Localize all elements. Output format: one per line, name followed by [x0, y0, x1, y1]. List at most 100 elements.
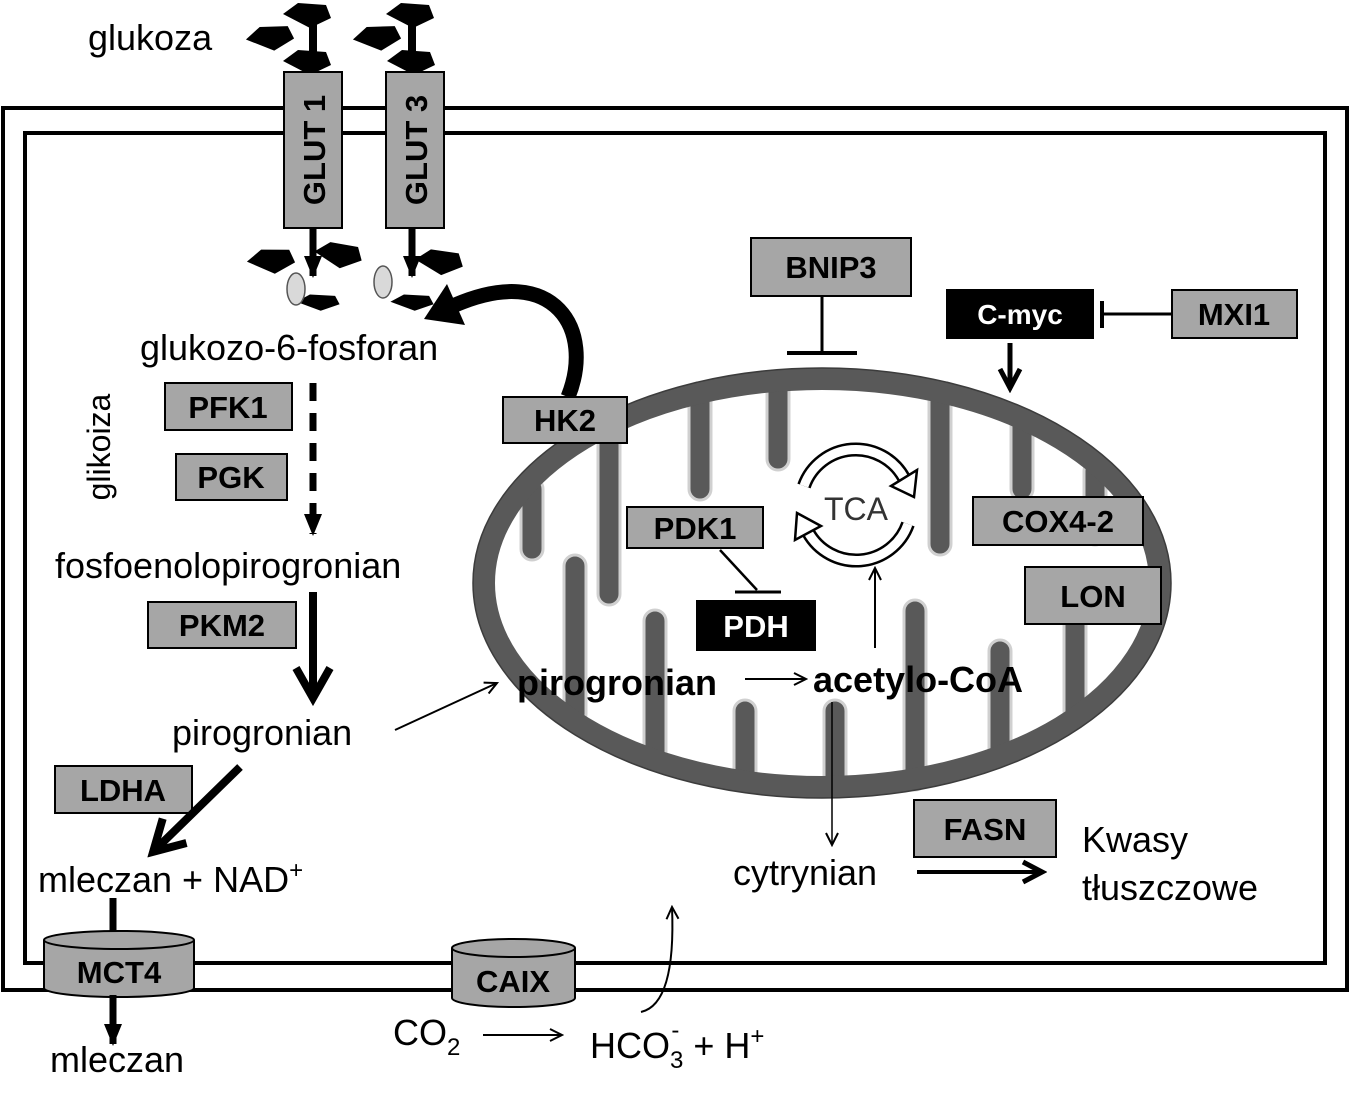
caix-label: CAIX: [476, 964, 550, 999]
glycolysis-label: glikoiza: [81, 393, 117, 500]
glucose-molecule-icon: [386, 3, 434, 28]
glut3-box: [385, 71, 445, 229]
hk2-box: [502, 396, 628, 444]
transporter-glut3: GLUT 3: [385, 71, 445, 229]
pdk1-box: [626, 506, 764, 549]
enzyme-box-pgk: PGK: [175, 453, 288, 501]
pgk-box: [175, 453, 288, 501]
pdk1-label: PDK1: [654, 511, 737, 546]
pdh-label: PDH: [723, 609, 788, 644]
inhibition-pdk1-pdh-line: [719, 549, 758, 591]
glucose-molecule-icon: [244, 23, 296, 54]
arrow-pyruvate-to-mitochondrion: [394, 683, 497, 731]
tca-arrow-bottom: [804, 522, 913, 565]
hk2-label: HK2: [534, 403, 596, 438]
phosphate-icon: [286, 272, 306, 306]
glucose-cluster-glut1-inside: [246, 240, 364, 311]
mct4-cylinder-top: [43, 930, 195, 950]
proton-text: + H: [693, 1025, 750, 1066]
pyruvate-mitochondrial-label: pirogronian: [517, 662, 717, 703]
regulator-box-mxi1: MXI1: [1171, 289, 1298, 339]
co2-label: CO2: [393, 1012, 460, 1061]
mxi1-label: MXI1: [1198, 297, 1270, 332]
caix-cylinder-top: [451, 938, 576, 958]
cox4-2-box: [972, 496, 1144, 546]
cell-membrane-inner: [23, 131, 1327, 965]
enzyme-box-hk2: HK2: [502, 396, 628, 444]
pgk-label: PGK: [197, 460, 265, 495]
tca-label: TCA: [824, 491, 889, 527]
ldha-label: LDHA: [80, 773, 166, 808]
enzyme-box-ldha: LDHA: [54, 765, 193, 814]
pyruvate-cytosol-label: pirogronian: [172, 712, 352, 753]
lactate-nad-text: mleczan + NAD: [38, 859, 289, 900]
cox4-2-label: COX4-2: [1002, 504, 1114, 539]
mct4-label: MCT4: [77, 955, 162, 990]
glucose-6-phosphate-label: glukozo-6-fosforan: [140, 327, 438, 368]
bicarbonate-text: HCO: [590, 1025, 670, 1066]
nad-superscript: +: [289, 857, 303, 884]
crista: [596, 418, 622, 607]
cmyc-label: C-myc: [977, 299, 1063, 330]
tca-arrow-top: [799, 445, 908, 488]
fasn-box: [913, 799, 1057, 858]
enzyme-box-cox4-2: COX4-2: [972, 496, 1144, 546]
enzyme-box-pdh: PDH: [696, 600, 816, 651]
pdh-box: [696, 600, 816, 651]
glucose-molecule-icon: [283, 3, 331, 28]
mitochondrion-cristae: [519, 374, 1108, 794]
glucose-cluster-glut3-inside: [373, 248, 464, 311]
fatty-acids-label-line1: Kwasy: [1082, 819, 1188, 860]
tca-arrowhead-bottom: [793, 510, 824, 543]
glut1-label: GLUT 1: [297, 95, 332, 205]
bicarbonate-subscript: 3: [670, 1047, 683, 1074]
glucose-molecule-icon: [312, 240, 364, 271]
transporter-glut1: GLUT 1: [283, 71, 343, 229]
lon-box: [1024, 566, 1162, 625]
regulator-box-cmyc: C-myc: [946, 289, 1094, 339]
mxi1-box: [1171, 289, 1298, 339]
pkm2-box: [147, 601, 297, 649]
phosphate-icon: [373, 265, 393, 299]
fasn-label: FASN: [944, 812, 1027, 847]
co2-text: CO: [393, 1012, 447, 1053]
pkm2-label: PKM2: [179, 608, 265, 643]
bicarbonate-label: HCO3 -+ H+: [590, 1017, 764, 1074]
co2-subscript: 2: [447, 1034, 460, 1061]
citrate-label: cytrynian: [733, 852, 877, 893]
glut3-label: GLUT 3: [399, 95, 434, 205]
caix-cylinder-body: [451, 948, 576, 1008]
enzyme-box-pkm2: PKM2: [147, 601, 297, 649]
proton-superscript: +: [750, 1023, 764, 1050]
tca-arrowhead-top: [888, 467, 919, 499]
arrow-ldha: [156, 764, 243, 849]
bnip3-box: [750, 237, 912, 297]
arrow-hk2-head: [424, 284, 465, 325]
pfk1-label: PFK1: [188, 390, 267, 425]
glucose-cluster-glut3-outside: [351, 3, 435, 75]
glucose-molecule-icon: [351, 23, 403, 54]
lactate-extracellular-label: mleczan: [50, 1039, 184, 1080]
mitochondrion-edge: [472, 367, 1172, 799]
acetyl-coa-label: acetylo-CoA: [813, 659, 1023, 700]
cell-membrane-outer: [1, 106, 1349, 992]
fatty-acids-label-line2: tłuszczowe: [1082, 867, 1258, 908]
mct4-cylinder-body: [43, 940, 195, 998]
enzyme-box-fasn: FASN: [913, 799, 1057, 858]
arrow-hk2-curved: [452, 284, 584, 400]
ldha-box: [54, 765, 193, 814]
pfk1-box: [164, 382, 293, 431]
enzyme-caix: CAIX: [451, 938, 576, 1008]
phosphoenolpyruvate-label: fosfoenolopirogronian: [55, 545, 401, 586]
enzyme-box-lon: LON: [1024, 566, 1162, 625]
tca-cycle: TCA: [793, 442, 919, 568]
transporter-mct4: MCT4: [43, 930, 195, 998]
glucose-label: glukoza: [88, 17, 213, 58]
enzyme-box-pfk1: PFK1: [164, 382, 293, 431]
lactate-nad-label: mleczan + NAD+: [38, 857, 303, 900]
bicarbonate-charge: -: [671, 1017, 679, 1044]
bnip3-label: BNIP3: [785, 250, 876, 285]
glucose-molecule-icon: [390, 294, 434, 311]
glucose-molecule-icon: [246, 247, 296, 276]
